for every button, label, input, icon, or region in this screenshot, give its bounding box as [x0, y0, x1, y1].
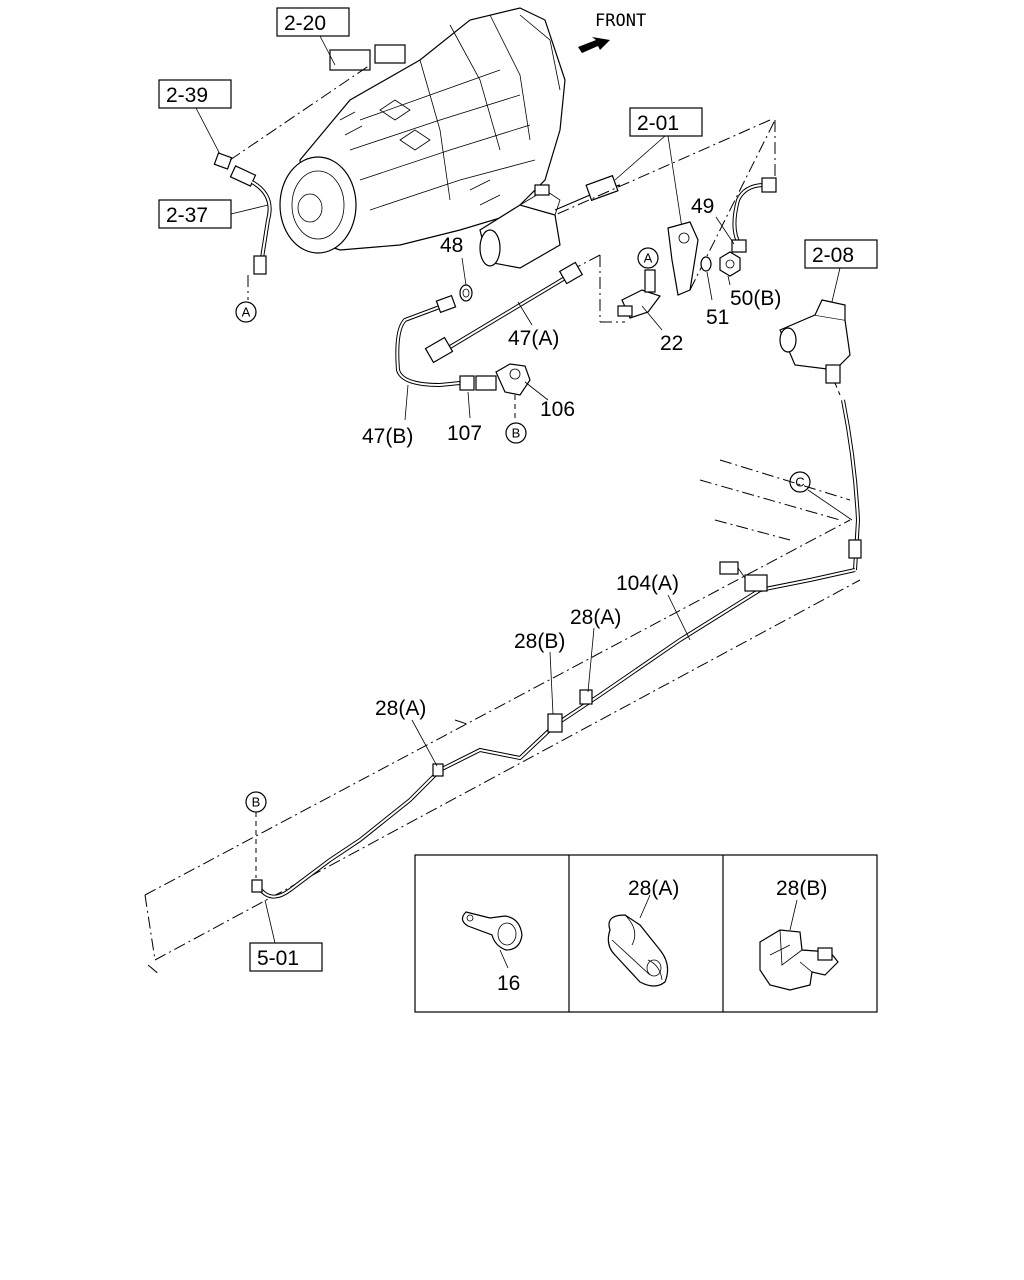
- detail-label-28a: 28(A): [628, 877, 679, 900]
- clip-28a-2: [579, 689, 593, 705]
- callout-28b: 28(B): [514, 630, 565, 653]
- connector-a-bracket: A: [637, 247, 659, 269]
- svg-text:C: C: [795, 475, 804, 490]
- svg-text:A: A: [242, 305, 251, 320]
- frame-rail: [144, 459, 861, 976]
- callout-28a-upper: 28(A): [570, 606, 621, 629]
- svg-text:2-20: 2-20: [284, 12, 326, 35]
- clip-28a-1: [432, 763, 444, 777]
- ref-box-5-01[interactable]: 5-01: [249, 942, 323, 972]
- svg-text:A: A: [644, 251, 653, 266]
- pipe-47b: [395, 294, 461, 388]
- connector-b-frame: B: [245, 791, 267, 813]
- ref-box-2-01[interactable]: 2-01: [629, 107, 703, 137]
- callout-47a: 47(A): [508, 327, 559, 350]
- ref-box-2-20[interactable]: 2-20: [276, 7, 350, 37]
- master-cylinder: [779, 299, 851, 384]
- svg-text:2-39: 2-39: [166, 84, 208, 107]
- svg-text:B: B: [512, 426, 521, 441]
- sensor-hose-left: [213, 152, 272, 275]
- hose-master-to-frame: [841, 399, 862, 571]
- callout-22: 22: [660, 332, 683, 355]
- svg-text:B: B: [252, 795, 261, 810]
- detail-clip-16: 16: [461, 911, 523, 995]
- frame-connector: [719, 561, 768, 592]
- front-arrow-icon: [578, 37, 610, 53]
- callout-51: 51: [706, 306, 729, 329]
- front-label: FRONT: [595, 11, 646, 31]
- ref-box-2-39[interactable]: 2-39: [158, 79, 232, 109]
- ring-48: [459, 284, 473, 302]
- connector-b-fitting: B: [505, 422, 527, 444]
- clutch-slave-cylinder: [479, 174, 621, 269]
- transmission-drawing: [279, 7, 566, 254]
- clip-28b: [547, 713, 563, 733]
- svg-text:2-01: 2-01: [637, 112, 679, 135]
- callout-107: 107: [447, 422, 482, 445]
- nut-50b: [719, 251, 741, 277]
- callout-49: 49: [691, 195, 714, 218]
- callout-48: 48: [440, 234, 463, 257]
- fitting-107: [459, 375, 497, 391]
- pipe-49: [731, 177, 777, 253]
- pipe-104a: [251, 568, 856, 899]
- detail-label-16: 16: [497, 972, 520, 995]
- ref-box-2-08[interactable]: 2-08: [804, 239, 878, 269]
- detail-panels: [414, 854, 878, 1013]
- svg-text:2-08: 2-08: [812, 244, 854, 267]
- callout-28a-lower: 28(A): [375, 697, 426, 720]
- callout-47b: 47(B): [362, 425, 413, 448]
- callout-104a: 104(A): [616, 572, 679, 595]
- connector-a-left: A: [235, 301, 257, 323]
- svg-text:2-37: 2-37: [166, 204, 208, 227]
- bracket-22: [617, 221, 699, 319]
- detail-label-28b: 28(B): [776, 877, 827, 900]
- callout-106: 106: [540, 398, 575, 421]
- detail-clip-28b: 28(B): [759, 877, 839, 991]
- detail-clip-28a: 28(A): [607, 877, 679, 987]
- ref-box-2-37[interactable]: 2-37: [158, 199, 232, 229]
- callout-50b: 50(B): [730, 287, 781, 310]
- washer-51: [700, 256, 712, 272]
- svg-text:5-01: 5-01: [257, 947, 299, 970]
- banjo-106: [495, 363, 531, 396]
- pipe-47a: [424, 261, 584, 364]
